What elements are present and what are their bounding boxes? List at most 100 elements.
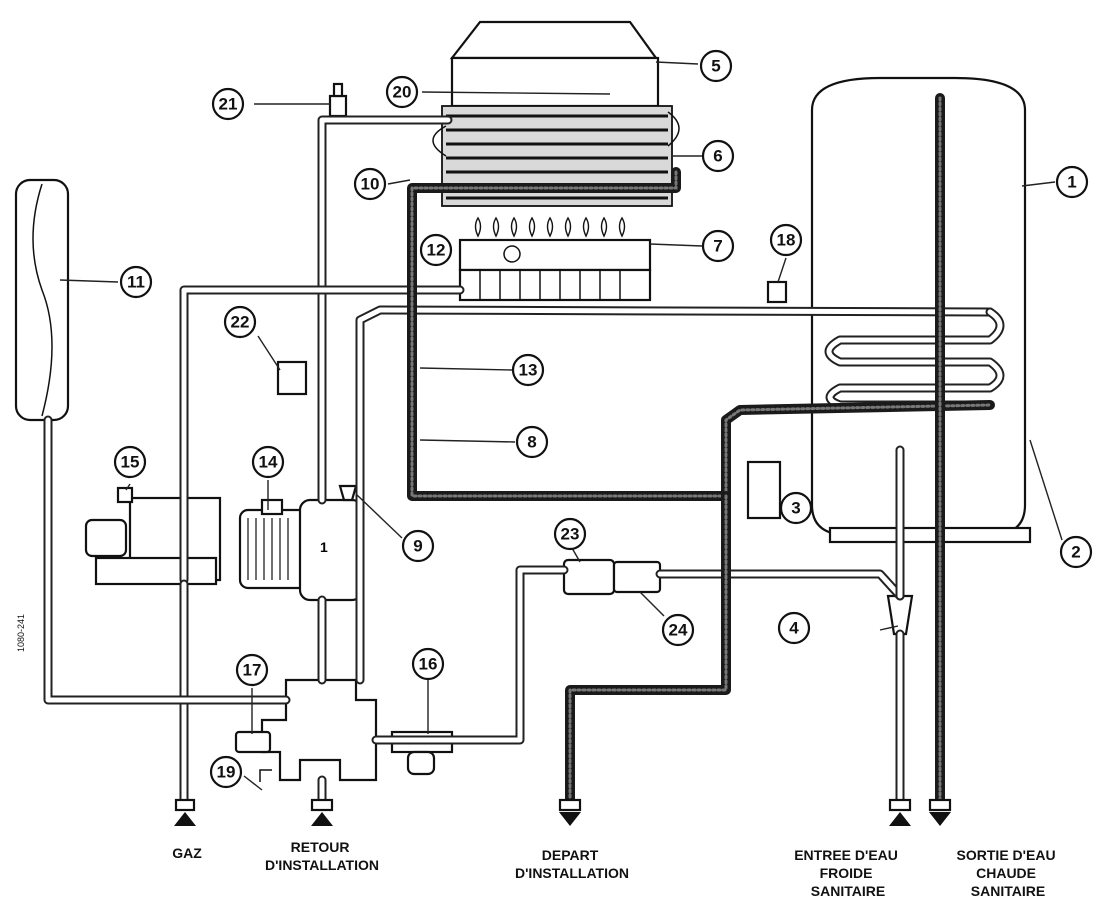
callout-number: 10 xyxy=(361,175,380,194)
connectors xyxy=(174,798,952,812)
callout-circle xyxy=(209,755,243,789)
expansion-vessel xyxy=(14,178,70,422)
callout-number: 1 xyxy=(1067,173,1076,192)
callout-circle xyxy=(1059,535,1093,569)
callout-18: 18 xyxy=(769,223,803,257)
callout-circle xyxy=(511,353,545,387)
label-entree: ENTREE D'EAU FROIDE SANITAIRE xyxy=(794,847,902,899)
callout-15: 15 xyxy=(113,445,147,479)
callout-circle xyxy=(385,75,419,109)
callout-circle xyxy=(779,491,813,525)
callout-4: 4 xyxy=(777,611,811,645)
callout-circle xyxy=(119,265,153,299)
label-retour: RETOUR D'INSTALLATION xyxy=(265,839,379,873)
callout-circle xyxy=(211,87,245,121)
side-code: 1080-241 xyxy=(16,614,26,652)
callout-number: 20 xyxy=(393,83,412,102)
callout-2: 2 xyxy=(1059,535,1093,569)
leader-lines xyxy=(59,61,1063,791)
hydraulic-block xyxy=(234,678,378,782)
svg-text:1: 1 xyxy=(320,539,328,555)
gas-valve xyxy=(84,486,222,586)
callout-circle xyxy=(515,425,549,459)
sensor-22 xyxy=(276,360,308,396)
callout-number: 6 xyxy=(713,147,722,166)
callout-17: 17 xyxy=(235,653,269,687)
hot-pipework xyxy=(407,93,995,805)
callout-13: 13 xyxy=(511,353,545,387)
callout-circle xyxy=(113,445,147,479)
callout-circle xyxy=(553,517,587,551)
callout-number: 16 xyxy=(419,655,438,674)
callout-20: 20 xyxy=(385,75,419,109)
callout-circle xyxy=(411,647,445,681)
callout-number: 3 xyxy=(791,499,800,518)
callout-number: 23 xyxy=(561,525,580,544)
gas-inlet-arrow xyxy=(174,812,196,826)
burner xyxy=(458,216,652,302)
callout-number: 4 xyxy=(789,619,799,638)
callout-10: 10 xyxy=(353,167,387,201)
flow-outlet-arrow xyxy=(559,812,581,826)
callout-14: 14 xyxy=(251,445,285,479)
label-sortie: SORTIE D'EAU CHAUDE SANITAIRE xyxy=(957,847,1060,899)
callout-6: 6 xyxy=(701,139,735,173)
callout-11: 11 xyxy=(119,265,153,299)
thermostat-18 xyxy=(766,280,788,304)
callout-3: 3 xyxy=(779,491,813,525)
air-vent-21 xyxy=(328,82,348,118)
cold-inlet-arrow xyxy=(889,812,911,826)
diverter-valve xyxy=(746,460,782,520)
label-depart: DEPART D'INSTALLATION xyxy=(515,847,629,881)
callout-number: 22 xyxy=(231,313,250,332)
callout-9: 9 xyxy=(401,529,435,563)
callout-number: 11 xyxy=(127,273,145,292)
callout-number: 8 xyxy=(527,433,536,452)
callout-number: 12 xyxy=(427,241,446,260)
callout-number: 15 xyxy=(121,453,140,472)
callout-number: 24 xyxy=(669,621,688,640)
flow-switch xyxy=(886,594,914,636)
callout-circle xyxy=(1055,165,1089,199)
callout-circle xyxy=(235,653,269,687)
hot-water-tank xyxy=(810,76,1032,544)
callout-12: 12 xyxy=(419,233,453,267)
circulation-pump: 1 xyxy=(238,484,364,602)
callout-22: 22 xyxy=(223,305,257,339)
callout-circle xyxy=(701,139,735,173)
valve-24 xyxy=(612,560,662,594)
callout-number: 17 xyxy=(243,661,262,680)
callout-circle xyxy=(701,229,735,263)
valve-23 xyxy=(562,558,616,596)
callout-circle xyxy=(223,305,257,339)
callout-number: 2 xyxy=(1071,543,1080,562)
callout-23: 23 xyxy=(553,517,587,551)
callout-circle xyxy=(661,613,695,647)
callout-5: 5 xyxy=(699,49,733,83)
callout-number: 14 xyxy=(259,453,278,472)
callout-circle xyxy=(777,611,811,645)
label-gaz: GAZ xyxy=(172,845,202,861)
callout-number: 18 xyxy=(777,231,796,250)
callout-24: 24 xyxy=(661,613,695,647)
callout-circle xyxy=(251,445,285,479)
callout-circle xyxy=(353,167,387,201)
callout-number: 7 xyxy=(713,237,722,256)
callout-1: 1 xyxy=(1055,165,1089,199)
callout-circle xyxy=(699,49,733,83)
callout-16: 16 xyxy=(411,647,445,681)
callout-circle xyxy=(419,233,453,267)
callout-number: 9 xyxy=(413,537,422,556)
callout-number: 5 xyxy=(711,57,720,76)
callout-8: 8 xyxy=(515,425,549,459)
callout-number: 19 xyxy=(217,763,236,782)
callout-19: 19 xyxy=(209,755,243,789)
callout-7: 7 xyxy=(701,229,735,263)
callout-circle xyxy=(401,529,435,563)
callout-number: 13 xyxy=(519,361,538,380)
return-inlet-arrow xyxy=(311,812,333,826)
pipework xyxy=(43,115,1005,805)
hot-outlet-arrow xyxy=(929,812,951,826)
